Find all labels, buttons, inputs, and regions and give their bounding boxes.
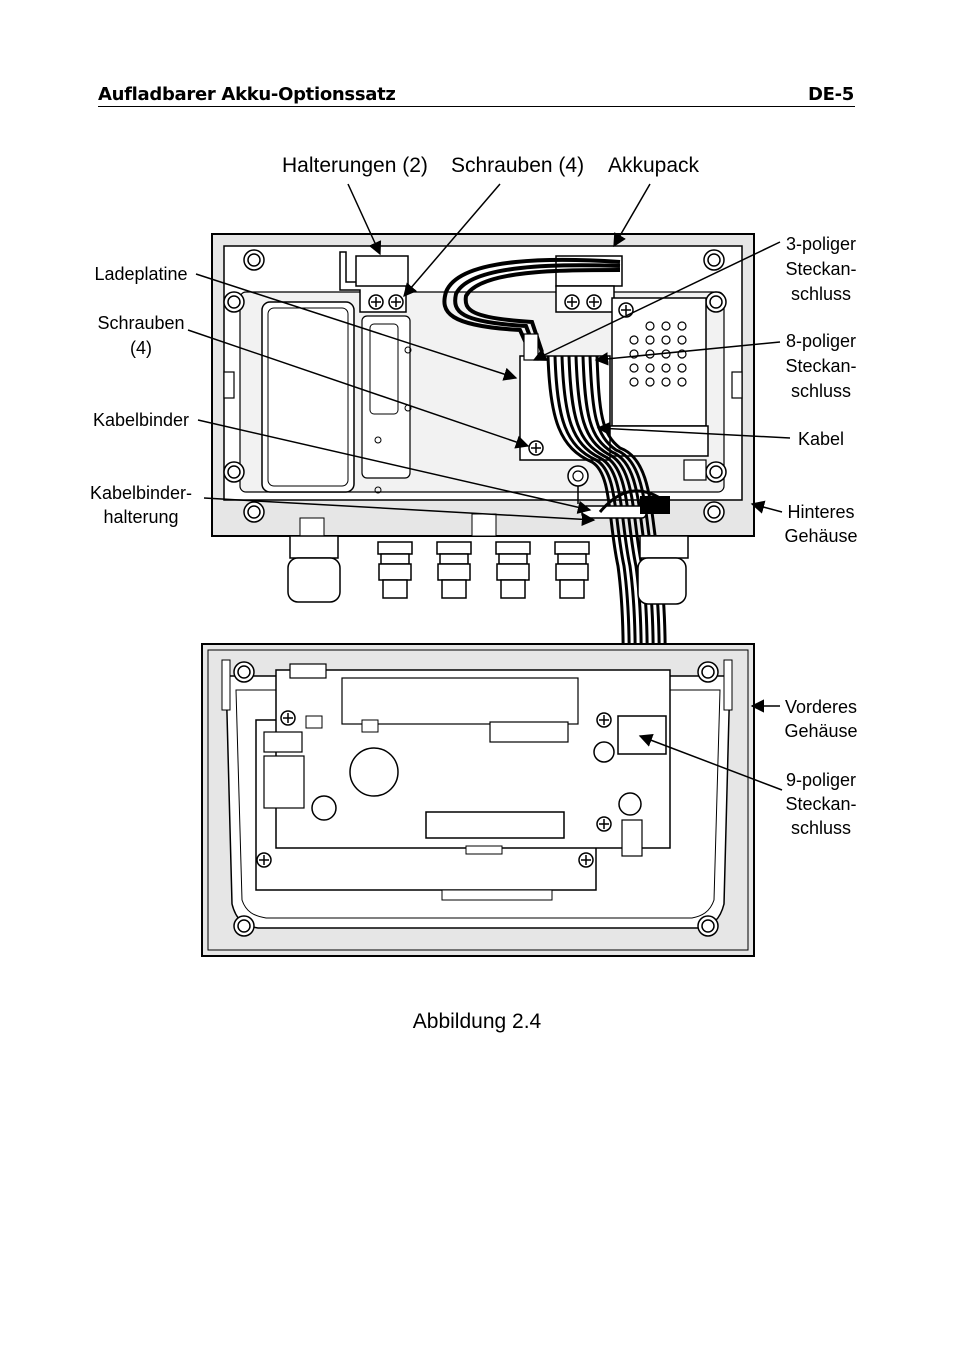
label-cable: Kabel [797,429,845,449]
label-battery-pack: Akkupack [608,154,700,177]
battery-pack-wires [442,257,621,353]
label-charger-board: Ladeplatine [94,264,188,284]
label-screws-top: Schrauben (4) [451,154,585,177]
cable-glands [287,535,689,605]
label-connector-9pin-3: schluss [790,818,852,838]
label-connector-9pin-1: 9-poliger [785,770,857,790]
label-rear-housing-1: Hinteres [787,502,855,522]
label-connector-8pin-2: Steckan- [785,356,857,376]
callout-lines [187,183,791,791]
label-connector-8pin-1: 8-poliger [785,331,857,351]
label-screws-left-1: Schrauben [97,313,185,333]
main-board [255,663,671,901]
label-front-housing-2: Gehäuse [784,721,858,741]
label-cable-tie-holder-1: Kabelbinder- [89,483,193,503]
header-rule [98,106,855,107]
label-front-housing-1: Vorderes [784,697,858,717]
page-number: DE-5 [807,84,854,105]
label-screws-left-2: (4) [130,338,152,358]
label-connector-9pin-2: Steckan- [785,794,857,814]
figure-caption: Abbildung 2.4 [412,1010,542,1033]
label-rear-housing-2: Gehäuse [784,526,858,546]
battery-pack [603,297,709,481]
label-connector-3pin-2: Steckan- [785,259,857,279]
label-cable-tie-holder-2: halterung [103,507,179,527]
label-connector-8pin-3: schluss [790,381,852,401]
label-brackets: Halterungen (2) [282,154,428,177]
connector-9pin [617,715,667,755]
label-cable-tie: Kabelbinder [92,410,190,430]
bracket-left [339,251,409,313]
label-connector-3pin-3: schluss [790,284,852,304]
label-connector-3pin-1: 3-poliger [785,234,857,254]
header-title: Aufladbarer Akku-Optionssatz [98,84,396,105]
